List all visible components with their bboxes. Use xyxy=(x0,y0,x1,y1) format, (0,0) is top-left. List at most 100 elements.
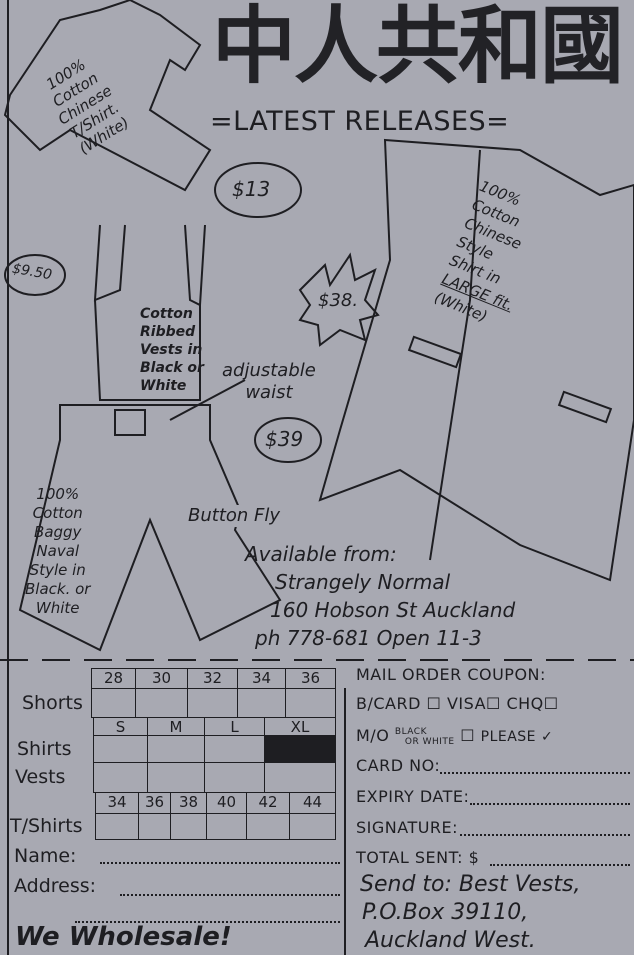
text-line: Black or xyxy=(140,360,204,376)
expiry-label: EXPIRY DATE: xyxy=(356,787,470,806)
price-oval-39 xyxy=(254,417,322,463)
text-line: waist xyxy=(245,382,293,403)
wholesale-note: We Wholesale! xyxy=(15,922,232,952)
shirt-drawing xyxy=(318,138,634,582)
chq-label: CHQ xyxy=(506,694,544,713)
text-line: Style in xyxy=(29,561,86,579)
chq-checkbox[interactable]: ☐ xyxy=(543,694,559,713)
vests-qty-cell[interactable] xyxy=(204,762,265,793)
tshirt-qty-cell[interactable] xyxy=(170,813,207,840)
name-field[interactable] xyxy=(100,862,340,864)
price-oval-13 xyxy=(214,162,302,218)
shirts-qty-cell[interactable] xyxy=(204,735,265,763)
total-sent-field[interactable] xyxy=(490,864,630,866)
tshirt-qty-cell[interactable] xyxy=(206,813,247,840)
size-header: 34 xyxy=(95,792,139,814)
signature-field[interactable] xyxy=(460,834,630,836)
shorts-qty-cell[interactable] xyxy=(237,688,286,718)
vests-label: Vests xyxy=(15,766,66,788)
waist-pointer xyxy=(169,379,246,421)
card-no-field[interactable] xyxy=(440,772,630,774)
size-header: 30 xyxy=(135,668,188,689)
size-header: 36 xyxy=(285,668,336,689)
bcard-checkbox[interactable]: ☐ xyxy=(426,694,442,713)
tshirt-qty-cell[interactable] xyxy=(246,813,290,840)
shorts-qty-cell[interactable] xyxy=(135,688,188,718)
vests-qty-cell[interactable] xyxy=(264,762,336,793)
text-line: Available from: xyxy=(245,542,397,566)
po-box-line: P.O.Box 39110, xyxy=(362,900,529,925)
card-no-label: CARD NO: xyxy=(356,756,441,775)
shorts-description: 100% Cotton Baggy Naval Style in Black. … xyxy=(25,485,90,618)
visa-label: VISA xyxy=(446,694,487,713)
tshirt-qty-cell[interactable] xyxy=(95,813,139,840)
text-line: Vests in xyxy=(140,342,203,358)
shirts-qty-cell[interactable] xyxy=(147,735,205,763)
send-to-line: Send to: Best Vests, xyxy=(360,872,581,897)
store-phone-hours: ph 778-681 Open 11-3 xyxy=(255,626,482,650)
size-header: 36 xyxy=(138,792,171,814)
black-label: BLACK xyxy=(394,726,427,737)
text-line: Black. or xyxy=(25,580,91,598)
price-oval-950 xyxy=(4,254,66,296)
text-line: 100% xyxy=(36,485,80,503)
expiry-field[interactable] xyxy=(470,803,630,805)
shirt-price: $38. xyxy=(318,290,359,311)
shirts-label: Shirts xyxy=(17,738,72,760)
address-label: Address: xyxy=(14,875,97,897)
shorts-qty-cell[interactable] xyxy=(187,688,238,718)
text-line: White xyxy=(140,378,187,394)
tshirts-label: T/Shirts xyxy=(10,815,83,837)
tshirt-qty-cell[interactable] xyxy=(138,813,171,840)
shorts-qty-cell[interactable] xyxy=(91,688,136,718)
coupon-title: MAIL ORDER COUPON: xyxy=(356,665,546,684)
chinese-title: 中人共和國 xyxy=(212,0,624,95)
total-sent-label: TOTAL SENT: $ xyxy=(356,848,480,867)
text-line: Naval xyxy=(36,542,80,560)
shorts-drawing xyxy=(18,404,282,652)
store-name: Strangely Normal xyxy=(275,570,451,594)
tshirt-price: $13 xyxy=(232,177,271,201)
text-line: Ribbed xyxy=(140,324,196,340)
shirt-pocket xyxy=(407,335,463,369)
vests-qty-cell[interactable] xyxy=(147,762,205,793)
colour-checkbox[interactable]: ☐ xyxy=(460,726,476,745)
size-header: 34 xyxy=(237,668,286,689)
text-line: Cotton xyxy=(32,504,83,522)
visa-checkbox[interactable]: ☐ xyxy=(486,694,501,713)
name-label: Name: xyxy=(14,845,77,867)
store-info: Available from: Strangely Normal 160 Hob… xyxy=(245,540,515,652)
address-field-line-2[interactable] xyxy=(75,921,340,923)
latest-releases-heading: =LATEST RELEASES= xyxy=(210,106,510,137)
tshirt-qty-cell[interactable] xyxy=(289,813,336,840)
money-order-row: M/O BLACK OR WHITE ☐ PLEASE ✓ xyxy=(356,724,553,748)
shirt-pocket xyxy=(557,390,613,424)
size-header: 42 xyxy=(246,792,290,814)
text-line: adjustable xyxy=(222,360,316,381)
waist-note: adjustable waist xyxy=(222,360,316,404)
city-line: Auckland West. xyxy=(365,928,536,953)
shorts-price: $39 xyxy=(265,427,304,451)
mo-label: M/O xyxy=(356,726,390,745)
shirts-qty-cell[interactable] xyxy=(93,735,148,763)
shorts-label: Shorts xyxy=(22,692,83,714)
tshirt-drawing xyxy=(3,0,212,192)
text-line: White xyxy=(35,599,80,617)
price-starburst-38 xyxy=(298,252,380,347)
payment-options: B/CARD ☐ VISA☐ CHQ☐ xyxy=(356,694,559,714)
shorts-qty-cell[interactable] xyxy=(285,688,336,718)
signature-label: SIGNATURE: xyxy=(356,818,459,837)
size-header: 32 xyxy=(187,668,238,689)
size-header: XL xyxy=(264,717,336,736)
address-field[interactable] xyxy=(120,894,340,896)
size-header: 44 xyxy=(289,792,336,814)
vests-qty-cell[interactable] xyxy=(93,762,148,793)
vest-description: Cotton Ribbed Vests in Black or White xyxy=(140,305,204,395)
or-white-label: OR WHITE xyxy=(404,736,455,747)
size-header: 40 xyxy=(206,792,247,814)
store-address: 160 Hobson St Auckland xyxy=(270,598,516,622)
text-line: Cotton xyxy=(140,306,193,322)
size-header: S xyxy=(93,717,148,736)
size-header: 28 xyxy=(91,668,136,689)
